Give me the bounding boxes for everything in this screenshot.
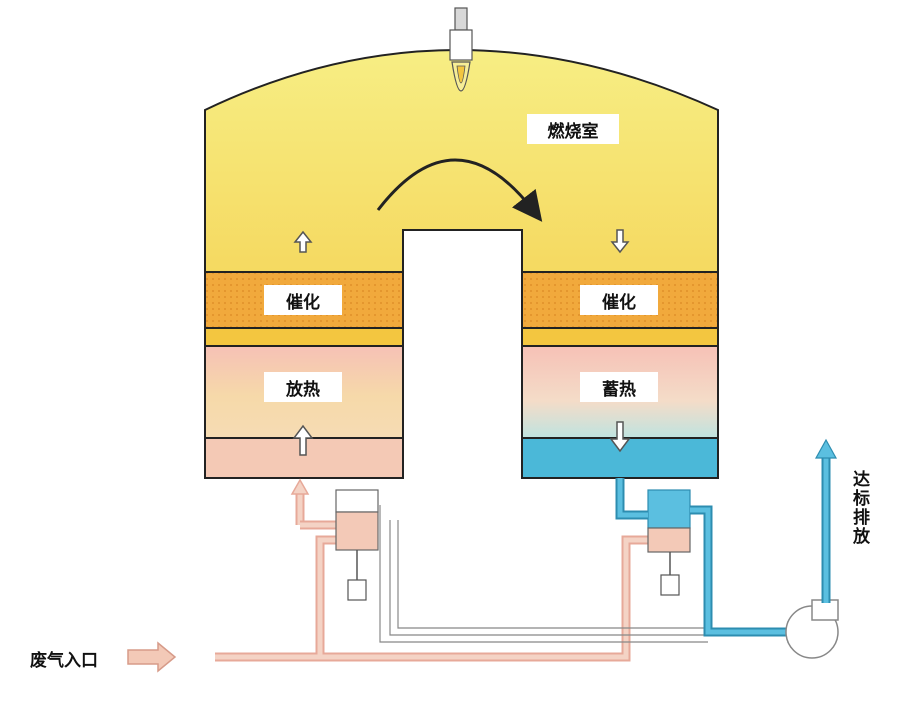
clean-gas-outlet-duct <box>615 478 790 637</box>
right-valve-assembly <box>647 489 691 596</box>
label-waste-gas-inlet: 废气入口 <box>30 651 98 671</box>
label-catalysis-left: 催化 <box>264 285 342 315</box>
left-feed-arrowhead <box>290 478 310 495</box>
right-divider <box>521 327 719 347</box>
right-downflow-arrow-top <box>610 229 630 254</box>
bypass-ducts <box>379 505 708 643</box>
waste-gas-inlet-duct <box>215 535 660 662</box>
exhaust-fan-icon <box>785 599 839 659</box>
left-valve-assembly <box>335 489 379 601</box>
label-compliant-discharge: 达标排放 <box>849 470 869 546</box>
label-catalysis-right: 催化 <box>580 285 658 315</box>
label-combustion-chamber: 燃烧室 <box>527 114 619 144</box>
label-heat-storage: 蓄热 <box>580 372 658 402</box>
right-downflow-arrow-bottom <box>609 421 631 453</box>
flow-direction-arrow <box>376 158 543 222</box>
left-upflow-arrow-top <box>293 230 313 253</box>
left-upflow-arrow-bottom <box>292 424 314 456</box>
left-divider <box>204 327 404 347</box>
burner-icon <box>449 7 473 92</box>
inlet-arrow-icon <box>127 641 177 673</box>
discharge-arrowhead <box>814 438 838 459</box>
label-heat-release: 放热 <box>264 372 342 402</box>
